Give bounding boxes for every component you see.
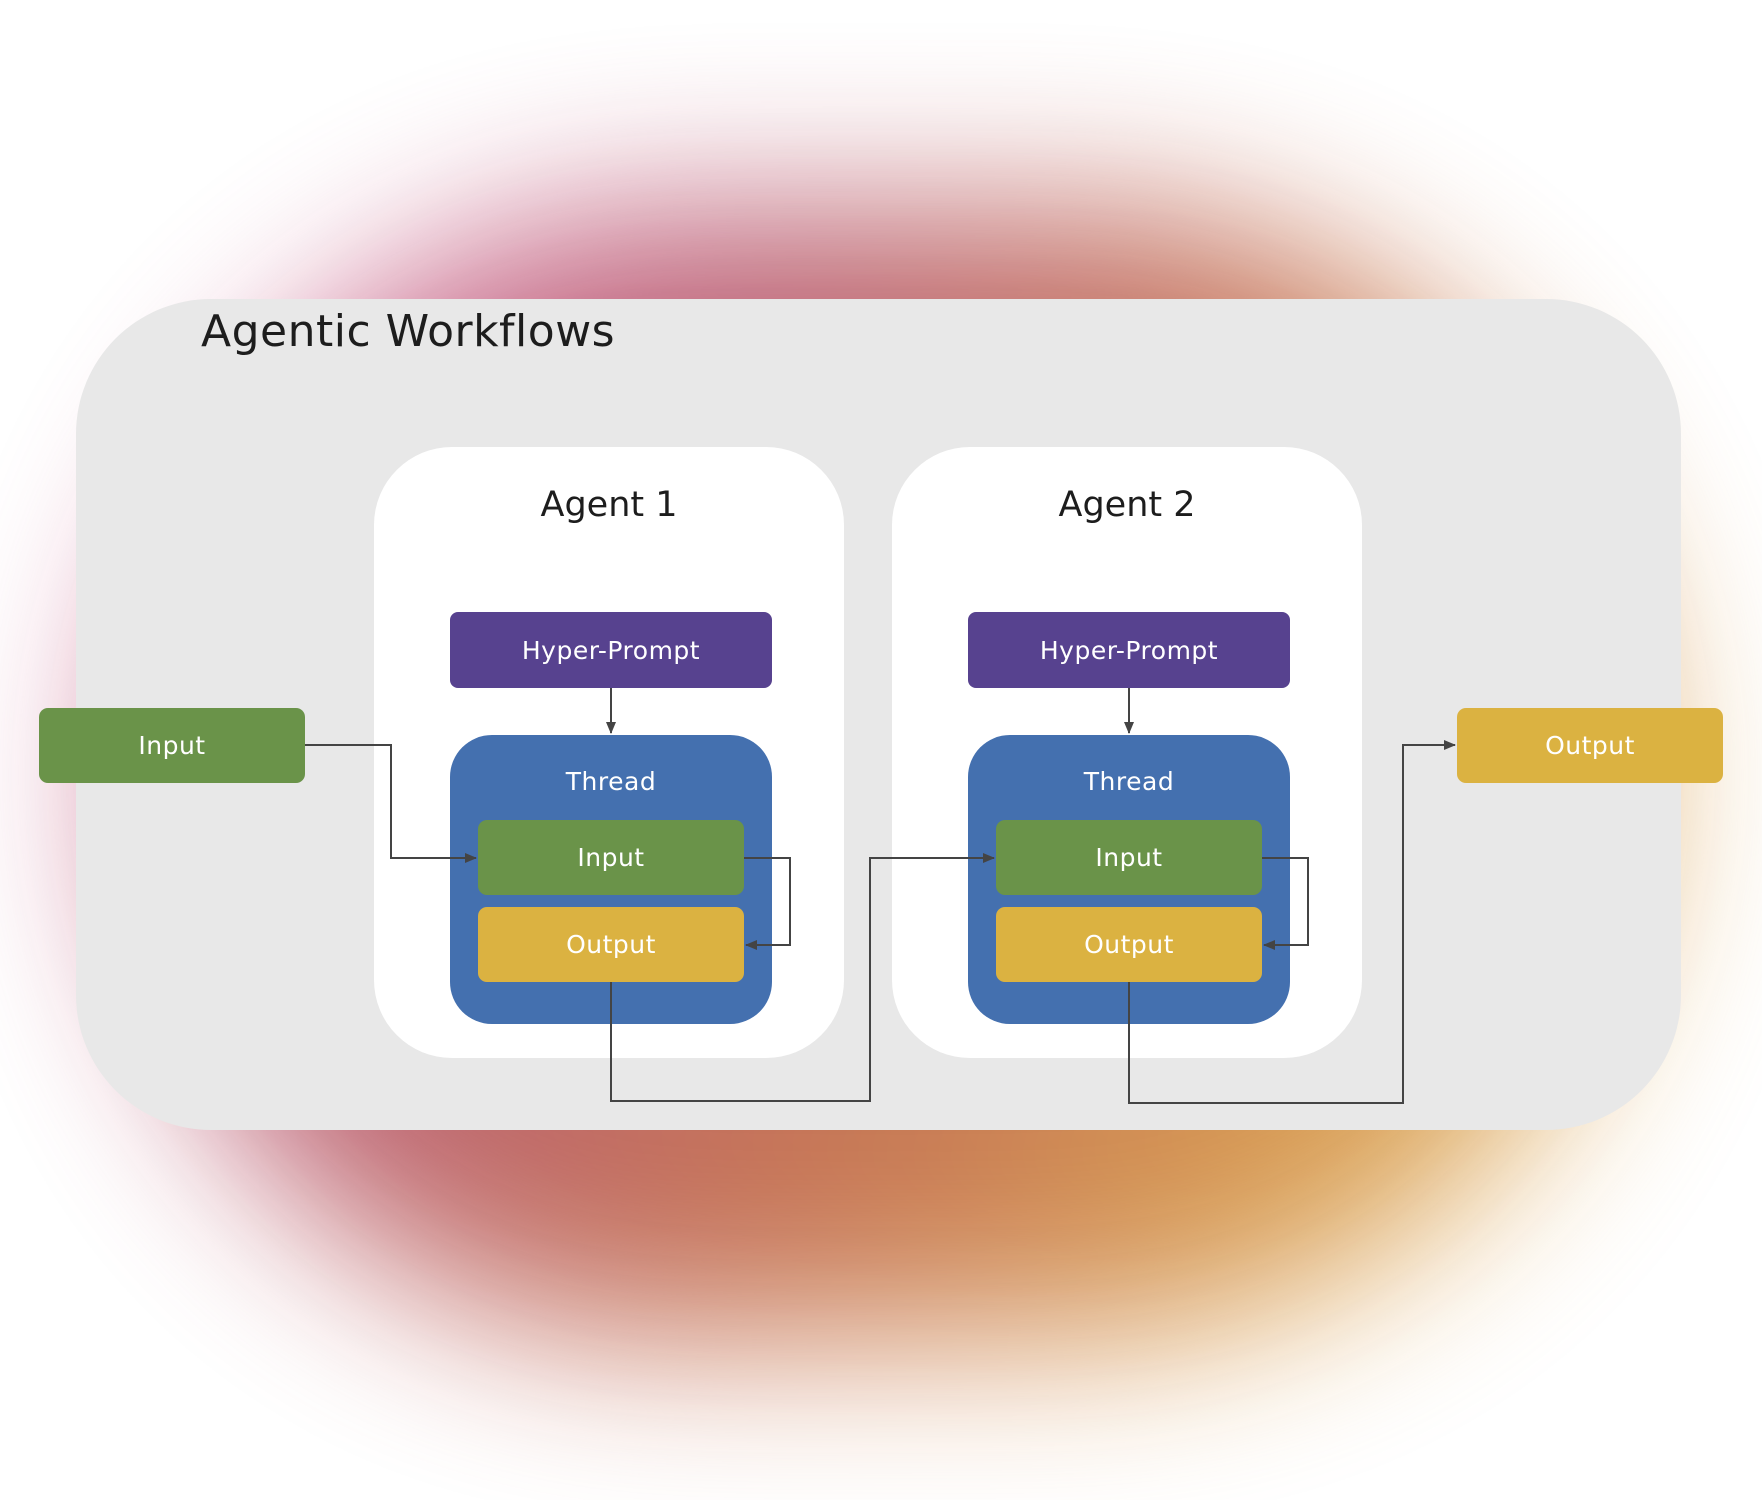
thread-title: Thread	[1083, 767, 1175, 796]
external-output-box: Output	[1457, 708, 1723, 783]
workflow-panel	[76, 299, 1681, 1130]
thread-output-box: Output	[996, 907, 1262, 982]
external-input-label: Input	[138, 731, 206, 760]
agent-title: Agent 2	[1058, 485, 1196, 525]
thread-input-box: Input	[478, 820, 744, 895]
external-input-box: Input	[39, 708, 305, 783]
thread-input-label: Input	[577, 843, 645, 872]
thread-output-box: Output	[478, 907, 744, 982]
thread-output-label: Output	[566, 930, 656, 959]
thread-output-label: Output	[1084, 930, 1174, 959]
thread-input-box: Input	[996, 820, 1262, 895]
hyper-prompt-box: Hyper-Prompt	[450, 612, 772, 688]
thread-input-label: Input	[1095, 843, 1163, 872]
hyper-prompt-box: Hyper-Prompt	[968, 612, 1290, 688]
external-output-label: Output	[1545, 731, 1635, 760]
hyper-prompt-label: Hyper-Prompt	[521, 635, 701, 665]
agent-title: Agent 1	[540, 485, 678, 525]
diagram-title: Agentic Workflows	[201, 306, 616, 357]
hyper-prompt-label: Hyper-Prompt	[1039, 635, 1219, 665]
thread-title: Thread	[565, 767, 657, 796]
